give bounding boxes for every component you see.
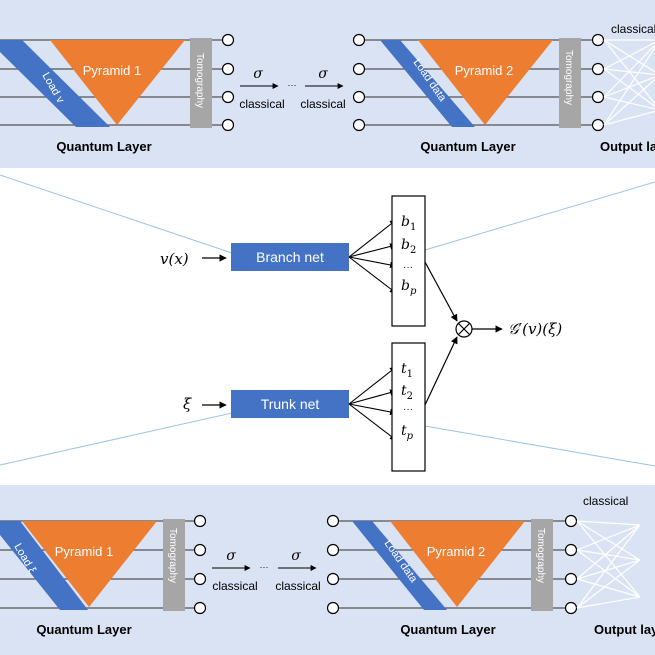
input-xi: ξ xyxy=(183,395,192,413)
top-qubits-3 xyxy=(591,33,605,132)
bottom-pyramid2 xyxy=(390,521,525,607)
top-tomography-2-label: Tomography xyxy=(563,50,574,105)
top-dots: ··· xyxy=(288,80,297,90)
bottom-pyramid1 xyxy=(22,521,157,607)
top-sigma-1: σ xyxy=(253,66,263,82)
top-tomography-2 xyxy=(559,38,581,128)
top-load-band xyxy=(0,40,110,127)
branch-to-product-arrow xyxy=(424,261,458,322)
bottom-qubits-3 xyxy=(564,514,578,615)
top-sigma-2: σ xyxy=(318,66,328,82)
branch-output-box xyxy=(391,195,426,327)
top-classical-out: classical xyxy=(611,22,655,36)
bottom-panel: Load ξ Pyramid 1 Tomography σ ··· σ clas… xyxy=(0,485,655,655)
trunk-net xyxy=(231,390,349,418)
branch-net-label: Branch net xyxy=(256,249,324,265)
branch-net xyxy=(231,243,349,271)
trunk-net-label: Trunk net xyxy=(261,396,320,412)
top-output-connections xyxy=(603,39,655,126)
deeponet: v(x) Branch net b1 b2 ··· bp ξ Trunk net… xyxy=(160,195,562,472)
top-pyramid1 xyxy=(50,40,185,125)
bottom-quantum-layer-2: Quantum Layer xyxy=(400,622,495,637)
bottom-tomography-1-label: Tomography xyxy=(167,528,178,583)
bottom-tomography-2-label: Tomography xyxy=(535,528,546,583)
t2: t2 xyxy=(401,383,413,402)
input-v: v(x) xyxy=(160,250,189,268)
bottom-pyramid2-label: Pyramid 2 xyxy=(427,544,486,559)
bottom-qubits-2 xyxy=(326,514,340,615)
output-formula: 𝒢′(v)(ξ) xyxy=(508,320,562,338)
top-quantum-layer-2: Quantum Layer xyxy=(420,139,515,154)
bottom-sigma-2: σ xyxy=(291,548,301,564)
top-pyramid2-label: Pyramid 2 xyxy=(455,63,514,78)
top-quantum-layer-1: Quantum Layer xyxy=(56,139,151,154)
b2: b2 xyxy=(401,237,416,256)
top-classical-1: classical xyxy=(239,97,284,111)
top-tomography-1-label: Tomography xyxy=(194,53,205,108)
bottom-pyramid1-label: Pyramid 1 xyxy=(55,544,114,559)
bottom-qubits-1 xyxy=(193,514,207,615)
trunk-output-box xyxy=(391,342,426,472)
bottom-load-data-band xyxy=(352,521,447,610)
b-dots: ··· xyxy=(403,262,413,273)
top-tomography-1 xyxy=(190,38,212,128)
trunk-to-product-arrow xyxy=(424,336,458,406)
top-classical-2: classical xyxy=(300,97,345,111)
bottom-sigma-1: σ xyxy=(226,548,236,564)
top-load-data-band xyxy=(380,40,475,127)
top-output-layer: Output layer xyxy=(600,139,655,154)
bottom-quantum-layer-1: Quantum Layer xyxy=(36,622,131,637)
bottom-tomography-2 xyxy=(531,519,553,611)
bp: bp xyxy=(401,278,417,297)
branch-arrows xyxy=(348,219,397,294)
tp: tp xyxy=(401,423,414,442)
t-dots: ··· xyxy=(403,404,413,415)
bottom-output-layer: Output layer xyxy=(594,622,655,637)
top-panel: Load v Pyramid 1 Tomography σ ··· σ clas… xyxy=(0,0,655,168)
bottom-load-band xyxy=(0,521,88,610)
bottom-output-connections xyxy=(576,520,641,609)
bottom-classical-out: classical xyxy=(583,494,628,508)
trunk-arrows xyxy=(348,366,397,441)
top-qubits-2 xyxy=(352,33,366,132)
bottom-classical-2: classical xyxy=(275,579,320,593)
bottom-dots: ··· xyxy=(260,562,269,572)
zoom-guide-lines xyxy=(0,174,655,467)
bottom-tomography-1 xyxy=(163,519,185,611)
top-pyramid2 xyxy=(418,40,553,125)
bottom-classical-1: classical xyxy=(212,579,257,593)
t1: t1 xyxy=(401,361,413,380)
top-qubits-1 xyxy=(221,33,235,132)
product-operator xyxy=(455,320,473,338)
b1: b1 xyxy=(401,214,416,233)
top-pyramid1-label: Pyramid 1 xyxy=(83,63,142,78)
